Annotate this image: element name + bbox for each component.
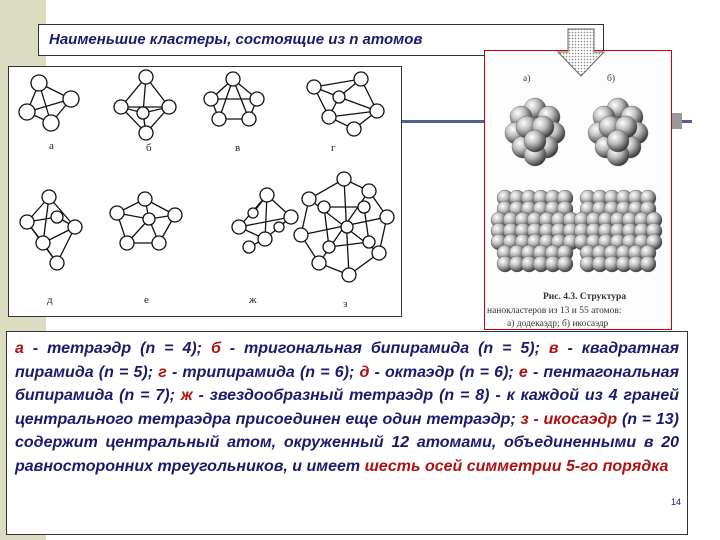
slide-title: Наименьшие кластеры, состоящие из n атом… — [49, 31, 423, 48]
caption-text-z: (n = 13) содержит центральный атом, окру… — [15, 410, 679, 475]
page-number: 14 — [671, 497, 682, 507]
book-label-b: б) — [607, 73, 615, 84]
decor-rule-right — [672, 120, 692, 123]
caption-text-v: - квадратная пирамида (n = 5); — [15, 340, 680, 381]
book-caption-line3: а) додекаэдр; б) икосаэдр — [507, 318, 609, 329]
caption-text-zh: - звездообразный тетраэдр (n = 8) - к ка… — [15, 387, 680, 428]
cluster-diagrams-figure: а б в г д е ж з — [8, 66, 402, 317]
book-figure-page: а) б) Рис. 4.3. Структура нанокластеров … — [484, 50, 672, 330]
caption-key-zh: ж — [180, 387, 193, 404]
caption-key-a: а — [15, 340, 24, 357]
cluster-g-tripyramid — [306, 71, 385, 137]
caption-key-axes: шесть осей симметрии 5-го порядка — [364, 457, 669, 475]
book-caption-line1: Рис. 4.3. Структура — [543, 292, 626, 302]
label-a: а — [49, 140, 54, 152]
down-arrow-icon — [556, 28, 606, 78]
atom-sphere — [523, 129, 547, 153]
cluster-diagrams-svg: а б в г д е ж з — [18, 69, 395, 310]
cluster-zh-star-tetrahedron — [231, 187, 299, 254]
caption-text-e: - пентагональная бипирамида (n = 7); — [15, 363, 680, 405]
sphere-cluster-13-dodecahedron — [504, 97, 566, 167]
caption-text-b: - тригональная бипирамида (n = 5); — [220, 340, 549, 357]
caption-key-b: б — [210, 340, 221, 357]
cluster-b-bipyramid — [113, 69, 177, 141]
book-caption-line2: нанокластеров из 13 и 55 атомов: — [487, 306, 622, 316]
sphere-cluster-55-dodecahedron — [490, 189, 580, 273]
cluster-a-tetrahedron — [18, 74, 80, 132]
label-e: е — [144, 294, 149, 306]
caption-box: а - тетраэдр (n = 4); б - тригональная б… — [6, 331, 688, 535]
label-z: з — [343, 298, 347, 310]
caption-key-e: е — [518, 363, 528, 381]
cluster-z-icosahedron — [293, 171, 395, 283]
label-b: б — [146, 142, 152, 154]
atom-sphere — [556, 255, 574, 273]
sphere-cluster-13-icosahedron — [587, 97, 649, 167]
cluster-v-square-pyramid — [203, 71, 265, 127]
caption-text-d: - октаэдр (n = 6); — [369, 363, 519, 381]
label-d: д — [47, 294, 53, 306]
atom-sphere — [606, 129, 630, 153]
sphere-cluster-55-icosahedron — [573, 189, 663, 273]
label-zh: ж — [248, 294, 257, 306]
label-g: г — [331, 142, 336, 154]
cluster-e-pentagonal-bipyramid — [109, 191, 183, 251]
caption-paragraph: а - тетраэдр (n = 4); б - тригональная б… — [15, 337, 679, 478]
atom-sphere — [639, 255, 657, 273]
label-v: в — [235, 142, 240, 154]
caption-text-g: - трипирамида (n = 6); — [166, 363, 360, 381]
book-label-a: а) — [523, 73, 530, 84]
caption-key-d: д — [359, 363, 370, 381]
caption-key-g: г — [158, 363, 167, 381]
cluster-d-octahedron — [19, 189, 83, 271]
caption-key-v: в — [548, 340, 559, 357]
decor-rule-left — [402, 120, 486, 123]
sphere-clusters-svg: а) б) Рис. 4.3. Структура нанокластеров … — [487, 73, 663, 329]
caption-text-a: - тетраэдр (n = 4); — [23, 340, 211, 357]
caption-key-z: з - икосаэдр — [520, 410, 618, 428]
